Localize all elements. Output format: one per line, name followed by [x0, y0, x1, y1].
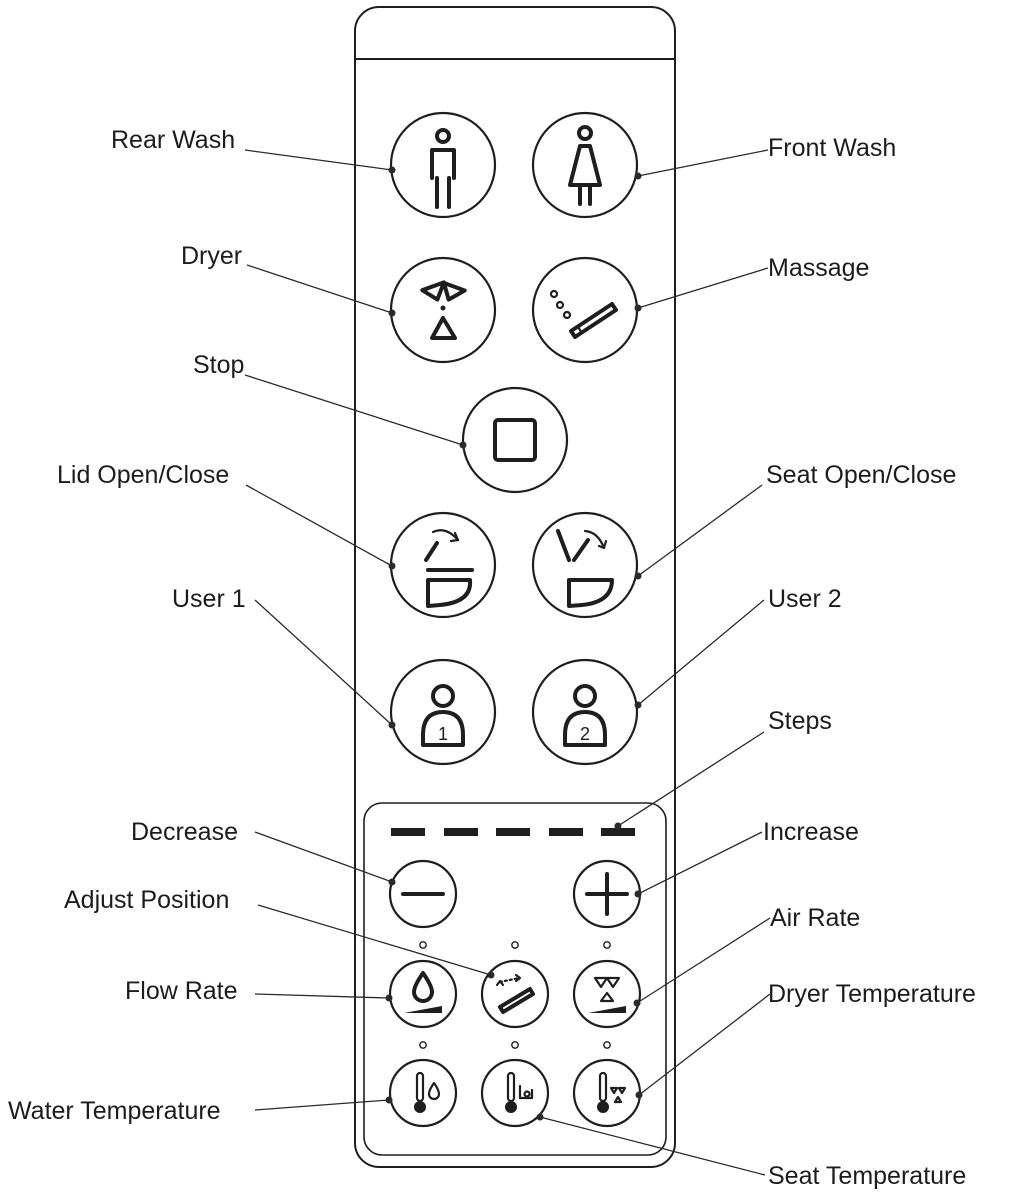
woman-icon [568, 125, 602, 206]
flow-rate-button[interactable] [388, 959, 458, 1029]
step-bar [391, 828, 425, 836]
label-lid-open-close: Lid Open/Close [57, 461, 229, 489]
label-massage: Massage [768, 254, 869, 282]
front-wash-button[interactable] [531, 111, 639, 219]
thermometer-icon [505, 1071, 534, 1113]
increase-button[interactable] [572, 859, 642, 929]
leader-lines [244, 149, 771, 1176]
stop-icon [493, 418, 537, 462]
label-rear-wash: Rear Wash [111, 126, 235, 154]
label-user-1: User 1 [172, 585, 246, 613]
step-bar [496, 828, 530, 836]
decrease-button[interactable] [388, 859, 458, 929]
lid-open-close-button[interactable] [389, 511, 497, 619]
callout-labels: Rear Wash Front Wash Dryer Massage Stop … [8, 126, 976, 1190]
label-dryer: Dryer [181, 242, 242, 270]
label-increase: Increase [763, 818, 859, 846]
label-flow-rate: Flow Rate [125, 977, 238, 1005]
label-steps: Steps [768, 707, 832, 735]
label-adjust-position: Adjust Position [64, 886, 229, 914]
lower-panel [363, 802, 667, 1156]
nozzle-icon [495, 973, 535, 1014]
fan-icon [420, 280, 467, 340]
dryer-button[interactable] [389, 256, 497, 364]
user-2-number: 2 [580, 724, 590, 744]
label-stop: Stop [193, 351, 244, 379]
lid-icon [424, 529, 474, 608]
seat-open-close-button[interactable] [531, 511, 639, 619]
label-seat-open-close: Seat Open/Close [766, 461, 956, 489]
steps-indicator [391, 828, 635, 836]
user-icon [421, 684, 465, 747]
adjust-position-button[interactable] [480, 959, 550, 1029]
label-front-wash: Front Wash [768, 134, 896, 162]
person-icon [430, 128, 456, 209]
dryer-temperature-button[interactable] [572, 1058, 642, 1128]
user-icon [563, 684, 607, 747]
plus-icon [585, 872, 629, 916]
label-dryer-temperature: Dryer Temperature [768, 980, 976, 1008]
label-water-temperature: Water Temperature [8, 1097, 221, 1125]
water-temperature-button[interactable] [388, 1058, 458, 1128]
thermometer-icon [597, 1071, 627, 1113]
user-1-button[interactable]: 1 [389, 658, 497, 766]
label-decrease: Decrease [131, 818, 238, 846]
massage-button[interactable] [531, 256, 639, 364]
label-seat-temperature: Seat Temperature [768, 1162, 966, 1190]
user-1-number: 1 [438, 724, 448, 744]
step-bar [549, 828, 583, 836]
massage-icon [549, 289, 618, 339]
seat-temperature-button[interactable] [480, 1058, 550, 1128]
indicator-leds [419, 941, 611, 1049]
step-bar [601, 828, 635, 836]
stop-button[interactable] [461, 386, 569, 494]
thermometer-icon [414, 1071, 441, 1113]
fan-icon [588, 976, 626, 1013]
water-drop-icon [404, 971, 442, 1013]
seat-icon [556, 529, 614, 608]
rear-wash-button[interactable] [389, 111, 497, 219]
step-bar [444, 828, 478, 836]
label-air-rate: Air Rate [770, 904, 860, 932]
air-rate-button[interactable] [572, 959, 642, 1029]
user-2-button[interactable]: 2 [531, 658, 639, 766]
label-user-2: User 2 [768, 585, 842, 613]
